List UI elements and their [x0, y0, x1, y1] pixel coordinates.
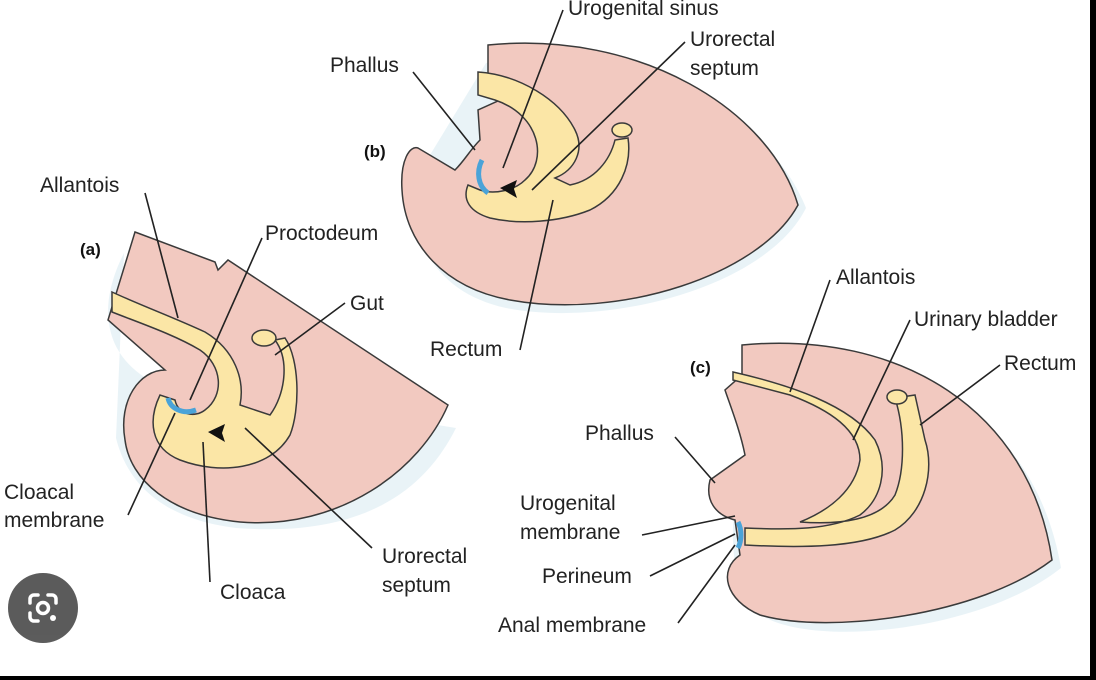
panel-a-arrow-icon [208, 424, 225, 442]
label-a-cloacal-membrane-line2: membrane [4, 509, 105, 532]
label-c-anal-membrane: Anal membrane [498, 614, 647, 637]
panel-a-endoderm [111, 290, 298, 469]
panel-c-drawing [708, 342, 1061, 632]
label-a-urorectal-septum-line2: septum [382, 574, 451, 597]
panel-b-drawing [401, 42, 806, 314]
label-b-rectum: Rectum [430, 338, 503, 361]
label-c-perineum: Perineum [542, 565, 632, 588]
label-b-phallus: Phallus [330, 54, 399, 77]
label-a-allantois: Allantois [40, 174, 120, 197]
panel-b-tag: (b) [364, 142, 386, 161]
label-a-cloacal-membrane-line1: Cloacal [4, 481, 75, 504]
label-c-rectum: Rectum [1004, 352, 1077, 375]
panel-a-tag: (a) [80, 240, 101, 259]
label-a-proctodeum: Proctodeum [265, 222, 379, 245]
label-b-urogenital-sinus: Urogenital sinus [568, 0, 719, 20]
panel-c-endoderm [732, 371, 930, 548]
label-b-urorectal-septum-line2: septum [690, 57, 759, 80]
panel-c-tag: (c) [690, 358, 711, 377]
panel-b-membrane [476, 158, 490, 196]
label-a-cloaca: Cloaca [220, 581, 286, 604]
lens-search-button[interactable] [8, 573, 78, 643]
label-a-gut: Gut [350, 292, 384, 315]
label-b-urorectal-septum-line1: Urorectal [690, 28, 776, 51]
label-a-urorectal-septum-line1: Urorectal [382, 545, 468, 568]
google-lens-icon [28, 593, 58, 623]
panel-c-membrane [735, 520, 744, 550]
label-c-allantois: Allantois [836, 266, 916, 289]
label-c-urogenital-membrane-line2: membrane [520, 521, 621, 544]
panel-b-endoderm [465, 71, 630, 223]
label-c-phallus: Phallus [585, 422, 654, 445]
leader-lines [127, 9, 1001, 624]
label-c-urogenital-membrane-line1: Urogenital [520, 492, 616, 515]
panel-b-arrow-icon [500, 180, 517, 198]
label-c-urinary-bladder: Urinary bladder [914, 308, 1058, 331]
panel-a-drawing [107, 231, 456, 530]
panel-a-cloacal-membrane [165, 397, 197, 415]
